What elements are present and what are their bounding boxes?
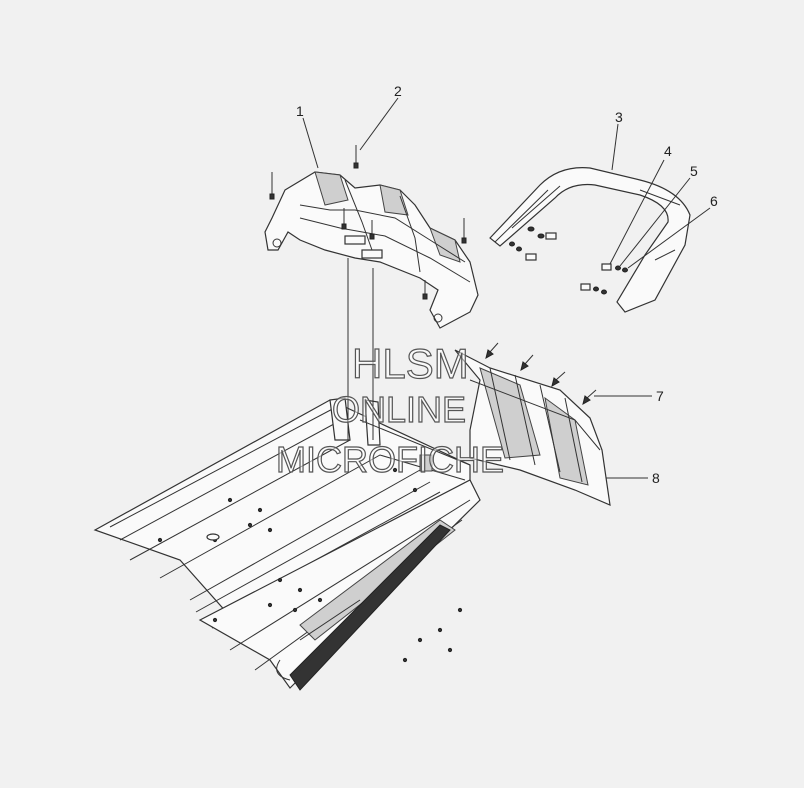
- callout-7: 7: [656, 388, 664, 404]
- watermark-line-1: HLSM: [352, 340, 469, 387]
- part-8-snow-flap: [454, 349, 611, 506]
- callout-2: 2: [394, 83, 402, 99]
- callout-5: 5: [690, 163, 698, 179]
- watermark-line-3: MICROFICHE: [276, 439, 504, 480]
- callout-leaders: [302, 97, 711, 479]
- part-2-fasteners: [269, 145, 467, 440]
- callout-6: 6: [710, 193, 718, 209]
- callout-3: 3: [615, 109, 623, 125]
- rear-rail: [289, 524, 451, 691]
- callout-1: 1: [296, 103, 304, 119]
- part-7-rivets: [485, 342, 597, 406]
- callout-8: 8: [652, 470, 660, 486]
- watermark: HLSM ONLINE MICROFICHE: [275, 339, 504, 480]
- callout-4: 4: [664, 143, 672, 159]
- parts-4-5-6-hardware: [509, 226, 628, 295]
- callouts: 1 2 3 4 5 6 7 8: [296, 83, 718, 486]
- part-3-grab-bar: [489, 167, 691, 313]
- part-1-housing: [264, 171, 479, 329]
- watermark-line-2: ONLINE: [332, 389, 466, 430]
